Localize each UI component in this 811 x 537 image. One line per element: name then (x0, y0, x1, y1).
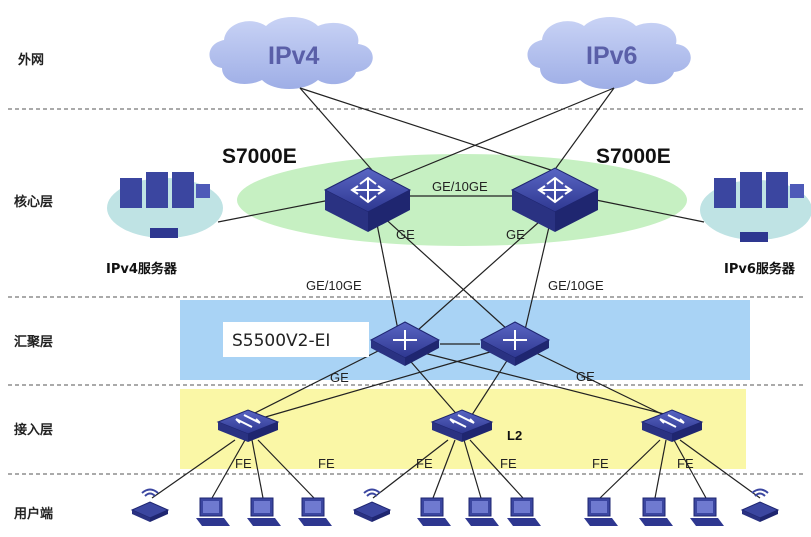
core-switch-right-label: S7000E (596, 145, 671, 168)
layer-label-aggregation: 汇聚层 (14, 335, 53, 350)
layer-label-user: 用户端 (13, 506, 53, 522)
user-pc-2 (246, 497, 282, 527)
core-switch-left-label: S7000E (222, 145, 297, 168)
user-pc-5 (464, 497, 500, 527)
ipv6-cloud (527, 17, 691, 89)
access-middle-label: L2 (507, 428, 522, 443)
ipv6-server-label: IPv6服务器 (724, 261, 796, 277)
core-to-agg-left-label: GE/10GE (306, 278, 362, 293)
ipv4-server-group (120, 172, 210, 238)
user-pc-6 (506, 497, 542, 527)
user-ap-3 (741, 488, 779, 523)
fe-label-2: FE (318, 456, 335, 471)
core-right-down-label: GE (506, 227, 525, 242)
ipv4-server-label: IPv4服务器 (106, 261, 178, 277)
ipv4-cloud (209, 17, 373, 89)
fe-label-5: FE (592, 456, 609, 471)
agg-to-access-left-label: GE (330, 370, 349, 385)
aggregation-model-label: S5500V2-EI (232, 331, 330, 351)
user-pc-4 (416, 497, 452, 527)
core-left-down-label: GE (396, 227, 415, 242)
layer-label-wan: 外网 (17, 52, 44, 68)
user-ap-1 (131, 488, 169, 523)
agg-to-access-right-label: GE (576, 369, 595, 384)
aggregation-model-box (223, 322, 369, 357)
core-to-agg-right-label: GE/10GE (548, 278, 604, 293)
user-pc-9 (689, 497, 725, 527)
ipv6-server-group (714, 172, 804, 242)
user-pc-1 (195, 497, 231, 527)
fe-label-4: FE (500, 456, 517, 471)
layer-label-access: 接入层 (14, 422, 53, 438)
user-pc-3 (297, 497, 333, 527)
ipv4-cloud-label: IPv4 (268, 42, 320, 70)
fe-label-1: FE (235, 456, 252, 471)
user-ap-2 (353, 488, 391, 523)
core-switch-left (323, 167, 412, 232)
user-pc-8 (638, 497, 674, 527)
user-pc-7 (583, 497, 619, 527)
core-switch-right (510, 167, 600, 232)
fe-label-6: FE (677, 456, 694, 471)
aggregation-switch-right (479, 321, 551, 366)
aggregation-switch-left (369, 321, 441, 366)
core-interconnect-label: GE/10GE (432, 179, 488, 194)
ipv6-cloud-label: IPv6 (586, 42, 637, 70)
layer-label-core: 核心层 (14, 194, 53, 210)
fe-label-3: FE (416, 456, 433, 471)
links (151, 87, 761, 499)
